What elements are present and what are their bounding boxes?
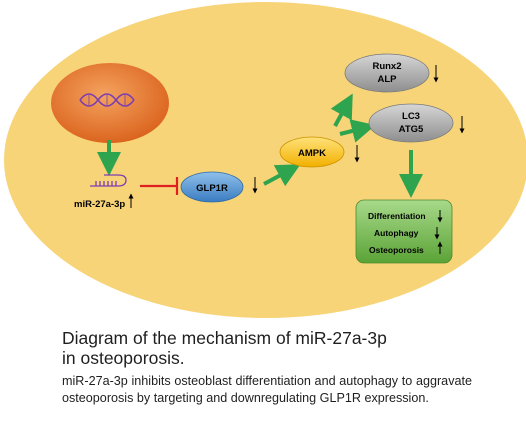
dna-helix-icon (79, 93, 135, 107)
alp-label: ALP (378, 74, 398, 85)
lc3-label: LC3 (402, 111, 420, 122)
figure-caption-title: Diagram of the mechanism of miR-27a-3p i… (62, 328, 502, 368)
autophagy-label: Autophagy (374, 228, 419, 238)
mirna-hairpin-icon (90, 174, 127, 187)
nucleus (51, 63, 169, 143)
ampk-to-runx2-arrow (330, 93, 353, 127)
atg5-label: ATG5 (399, 124, 424, 135)
differentiation-label: Differentiation (368, 211, 426, 221)
runx2-label: Runx2 (372, 61, 401, 72)
runx2-alp-node (344, 53, 430, 93)
ampk-label: AMPK (298, 148, 326, 159)
glp1r-to-ampk-arrow (263, 164, 301, 187)
caption-title-line-2: in osteoporosis. (62, 348, 185, 368)
outcome-box (355, 199, 453, 264)
ampk-to-lc3-arrow (339, 119, 376, 143)
cell-body (4, 2, 526, 318)
glp1r-node (180, 171, 244, 203)
osteoporosis-label: Osteoporosis (369, 245, 424, 255)
figure-caption-body: miR-27a-3p inhibits osteoblast different… (62, 374, 472, 405)
caption-title-line-1: Diagram of the mechanism of miR-27a-3p (62, 328, 387, 348)
mechanism-diagram: miR-27a-3p GLP1R AMPK Runx2 ALP LC3 ATG5… (4, 2, 526, 318)
inhibition-symbol (140, 177, 179, 195)
lc3-atg5-node (368, 103, 454, 143)
glp1r-label: GLP1R (196, 183, 228, 194)
ampk-node (279, 136, 345, 168)
mirna-label: miR-27a-3p (74, 199, 125, 210)
